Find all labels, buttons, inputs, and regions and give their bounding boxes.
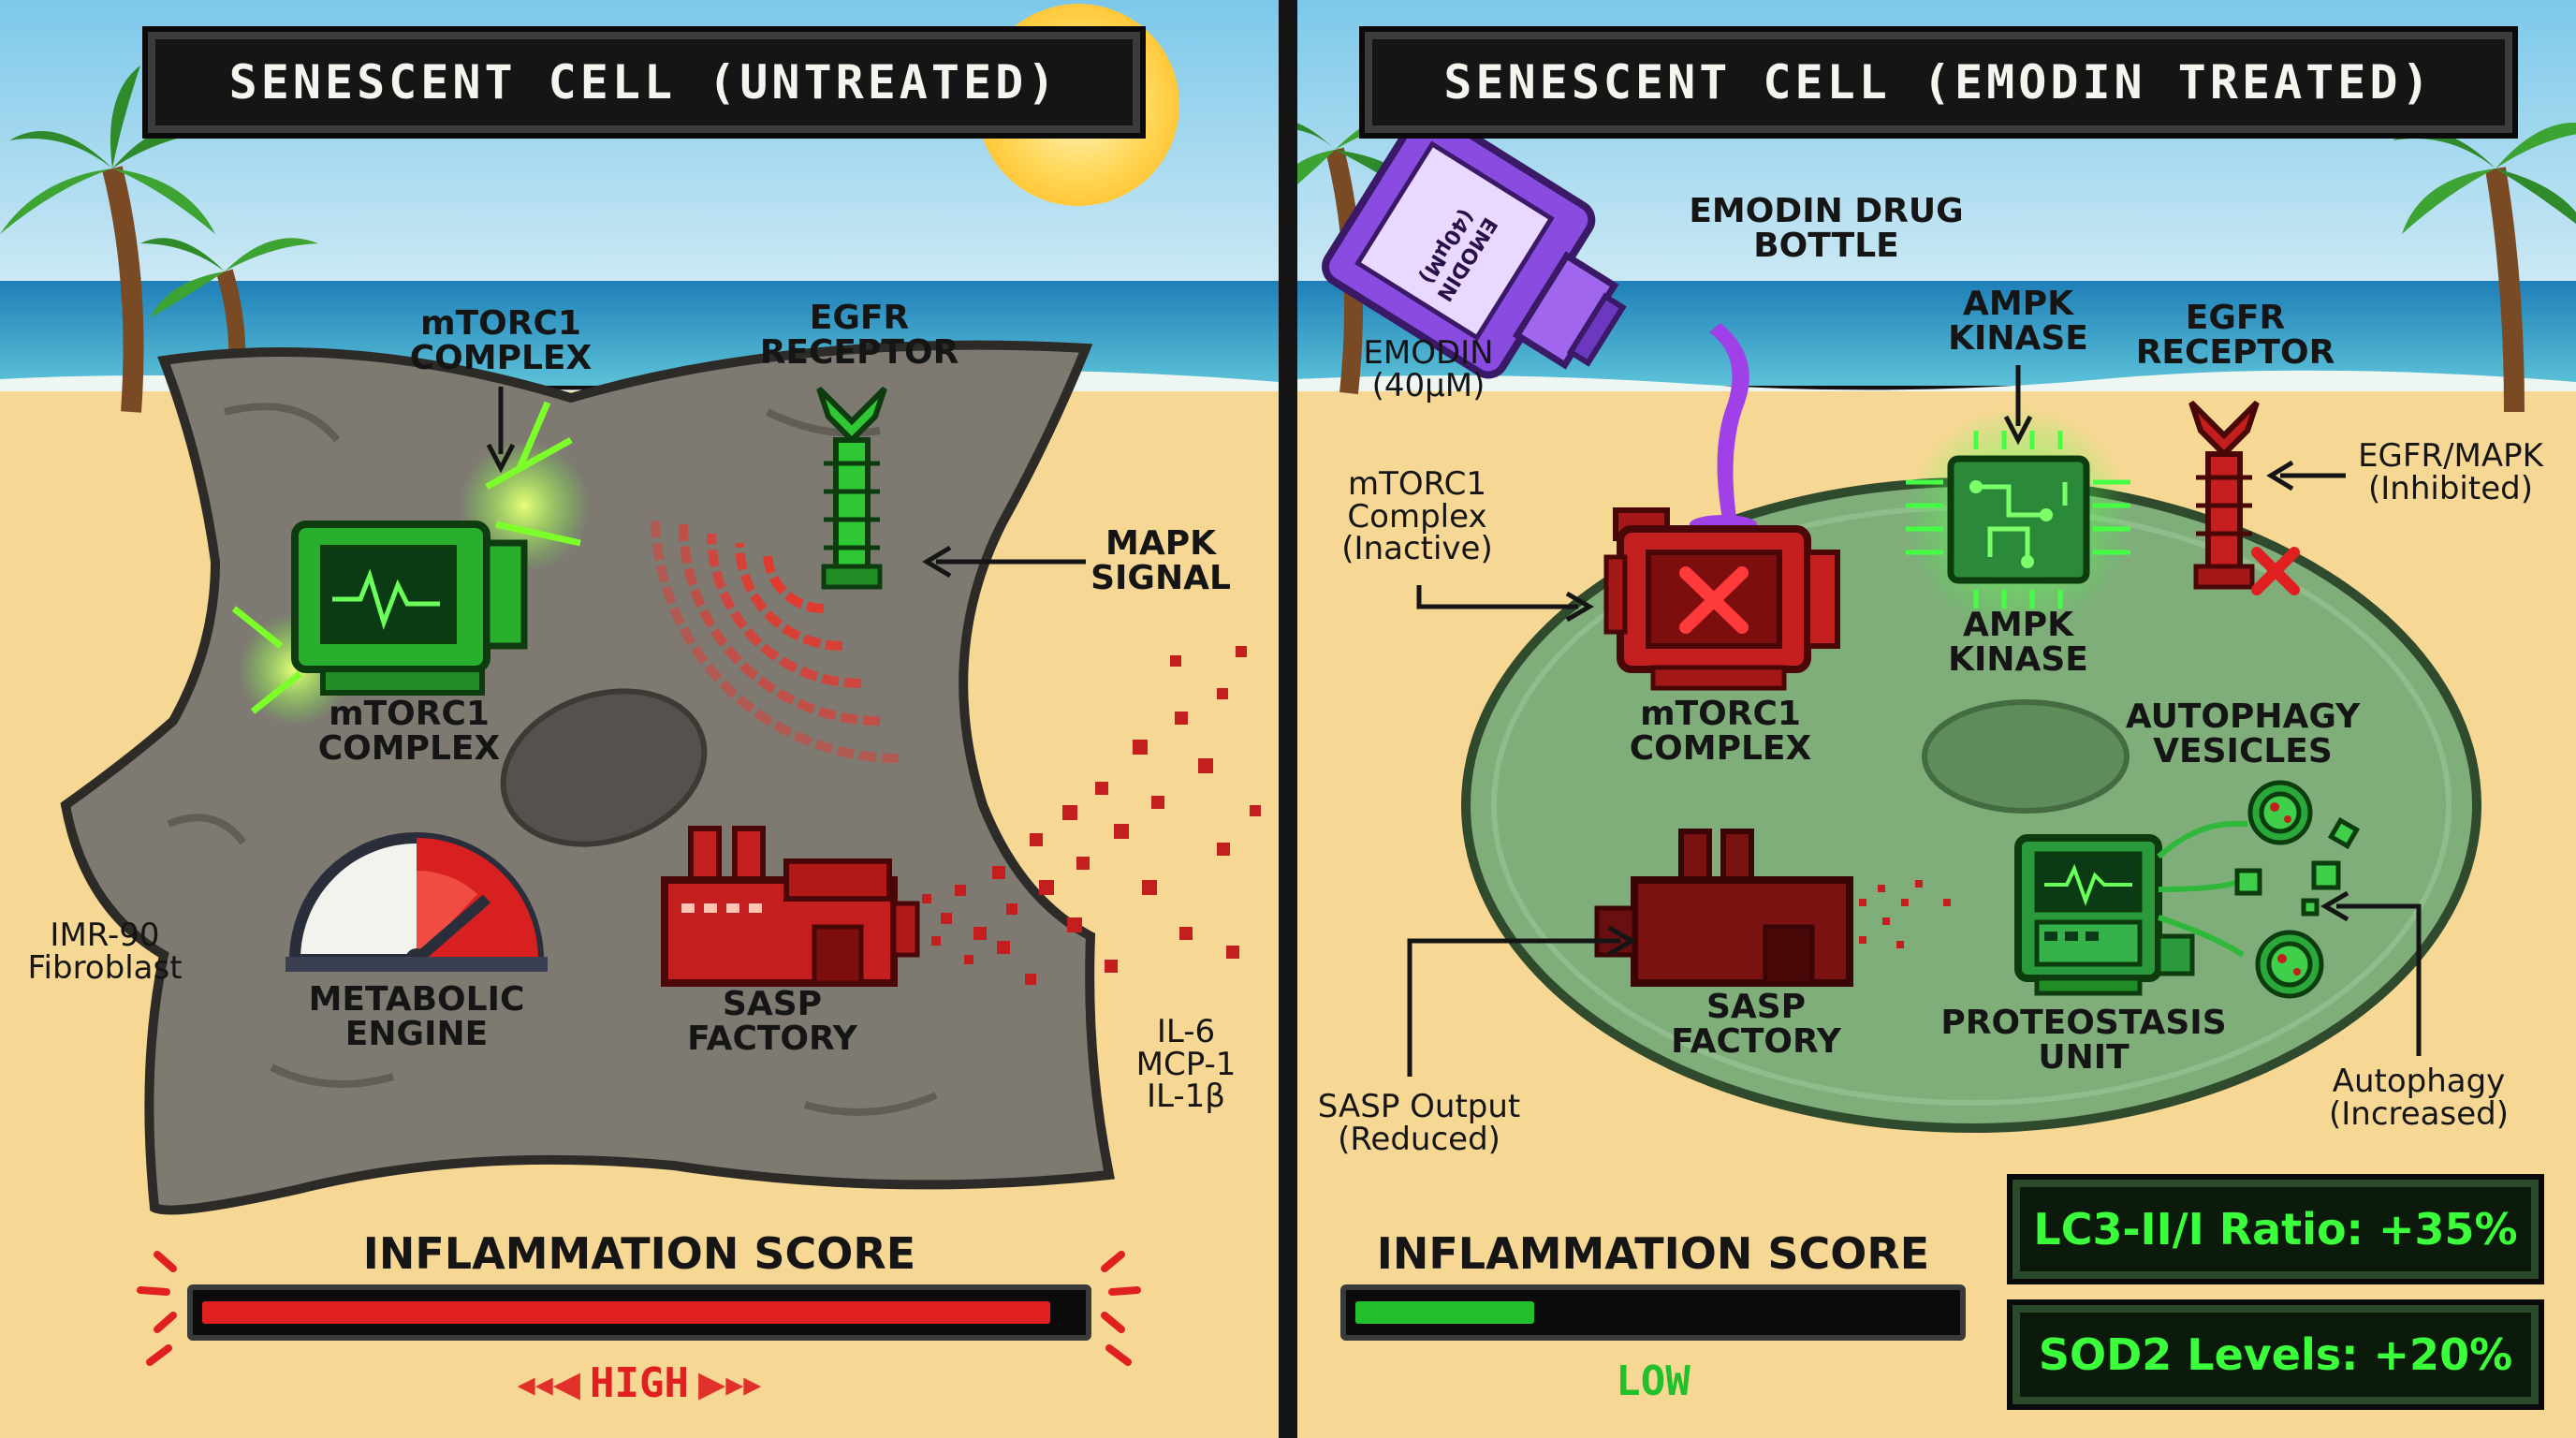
autophagy-vesicles-label: AUTOPHAGY VESICLES: [2125, 697, 2361, 770]
panel-title: SENESCENT CELL (UNTREATED): [142, 26, 1146, 139]
proteostasis-unit-icon: [2014, 834, 2195, 996]
sasp-factory-reduced-icon: [1594, 829, 1853, 987]
autophagy-vesicles-icon: [2157, 780, 2361, 999]
inflammation-level: LOW: [1616, 1357, 1690, 1405]
cytokines-label: IL-6 MCP-1 IL-1β: [1135, 1013, 1237, 1116]
shore-foam: [1297, 370, 2576, 398]
inflammation-score-title: INFLAMMATION SCORE: [362, 1228, 916, 1279]
arrow-sasp-output: [1407, 938, 1620, 1077]
mtorc1-inactive-label: mTORC1 Complex (Inactive): [1341, 465, 1493, 568]
sasp-cytokine-particles: [922, 646, 1261, 985]
arrow-autophagy: [2336, 903, 2422, 1056]
mapk-signal-waves: [651, 514, 900, 763]
proteostasis-unit-label: PROTEOSTASIS UNIT: [1940, 1004, 2227, 1077]
sasp-factory-label: SASP FACTORY: [1671, 988, 1841, 1061]
mtorc1-complex-label: mTORC1 COMPLEX: [317, 695, 501, 768]
left-chevrons-icon: ◂◂◀: [517, 1362, 581, 1404]
arrow-mtorc1-inactive: [1416, 585, 1578, 609]
untreated-scene: [0, 0, 1279, 1438]
inflammation-score-bar: [187, 1284, 1091, 1341]
egfr-mapk-inhibited-label: EGFR/MAPK (Inhibited): [2358, 437, 2543, 507]
ampk-kinase-top-label: AMPK KINASE: [1948, 285, 2088, 358]
ampk-kinase-bottom-label: AMPK KINASE: [1948, 606, 2088, 679]
nucleus: [500, 688, 708, 847]
inflammation-level: HIGH: [590, 1359, 689, 1407]
sasp-output-label: SASP Output (Reduced): [1317, 1088, 1521, 1158]
mtorc1-complex-inactive-icon: [1603, 507, 1840, 691]
inflammation-score-bar: [1340, 1284, 1966, 1341]
alert-ticks: [137, 1251, 1141, 1366]
panel-title: SENESCENT CELL (EMODIN TREATED): [1359, 26, 2518, 139]
emodin-stream: [1709, 323, 1749, 524]
ampk-kinase-icon: [1906, 407, 2130, 632]
lc3-ratio-stat: LC3-II/I Ratio: +35%: [2007, 1174, 2544, 1284]
inflammation-score-fill: [202, 1301, 1050, 1324]
untreated-panel: SENESCENT CELL (UNTREATED) mTORC1 COMPLE…: [0, 0, 1279, 1438]
inflammation-score-fill: [1355, 1301, 1534, 1324]
nucleus: [1922, 699, 2130, 814]
egfr-receptor-icon: [816, 386, 887, 590]
metabolic-engine-gauge-icon: [285, 832, 548, 972]
treated-panel: EMODIN(40µM): [1297, 0, 2576, 1438]
autophagy-increased-label: Autophagy (Increased): [2329, 1063, 2509, 1133]
sasp-factory-icon: [661, 826, 920, 987]
mtorc1-complex-icon: [231, 401, 590, 726]
mtorc1-complex-top-label: mTORC1 COMPLEX: [409, 304, 593, 377]
level-indicator: ◂◂◀ HIGH ▶▸▸: [518, 1359, 762, 1407]
mapk-signal-label: MAPK SIGNAL: [1090, 524, 1231, 597]
mtorc1-complex-label: mTORC1 COMPLEX: [1629, 695, 1812, 768]
palm-tree-icon: [2393, 123, 2576, 413]
emodin-dose-label: EMODIN (40µM): [1363, 334, 1494, 404]
emodin-drug-bottle-label: EMODIN DRUG BOTTLE: [1689, 192, 1964, 265]
egfr-receptor-label: EGFR RECEPTOR: [759, 299, 959, 372]
metabolic-engine-label: METABOLIC ENGINE: [308, 980, 525, 1053]
sasp-factory-label: SASP FACTORY: [687, 985, 857, 1058]
sasp-reduced-particles: [1859, 880, 1951, 948]
egfr-receptor-inhibited-icon: [2188, 400, 2300, 595]
egfr-receptor-label: EGFR RECEPTOR: [2135, 299, 2335, 372]
right-chevrons-icon: ▶▸▸: [697, 1362, 762, 1404]
cell-type-label: IMR-90 Fibroblast: [27, 917, 183, 987]
panel-divider: [1279, 0, 1297, 1438]
emodin-drug-bottle-icon: [1322, 108, 1627, 379]
sod2-levels-stat: SOD2 Levels: +20%: [2007, 1299, 2544, 1410]
inflammation-score-title: INFLAMMATION SCORE: [1376, 1228, 1930, 1279]
